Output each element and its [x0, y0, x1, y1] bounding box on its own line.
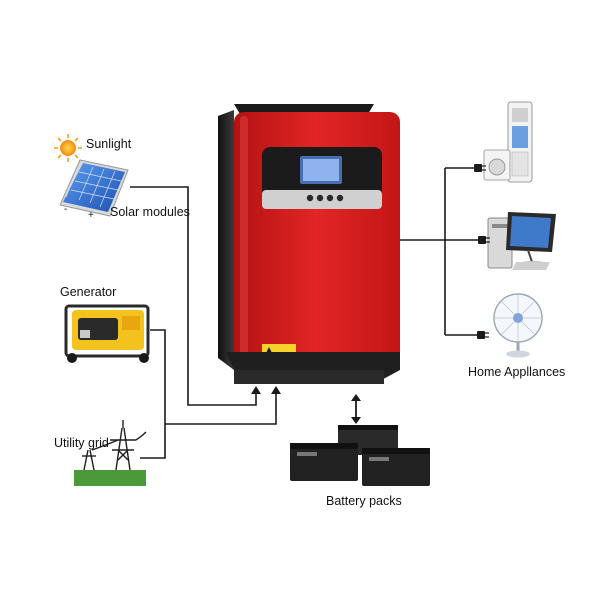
computer-icon: [487, 212, 556, 270]
sunlight-label: Sunlight: [86, 137, 132, 151]
arrow-grid: [271, 386, 281, 394]
panel-plus-sign: +: [88, 210, 94, 221]
solar-line: [130, 186, 257, 406]
battery-arrow: [351, 394, 361, 424]
battery-packs-label: Battery packs: [326, 494, 402, 508]
utility-grid-label: Utility grid: [54, 436, 109, 450]
connection-lines: [130, 167, 480, 459]
plug-icon: [474, 164, 490, 339]
transmission-tower-icon: [74, 420, 147, 486]
generator-icon: [64, 304, 150, 363]
air-conditioner-icon: [483, 101, 533, 183]
generator-label: Generator: [60, 285, 117, 299]
generator-line: [140, 329, 166, 459]
inverter-icon: [218, 104, 400, 384]
battery-icon: [290, 425, 430, 486]
sun-icon: [54, 134, 82, 162]
grid-line: [165, 392, 277, 425]
arrow-solar: [251, 386, 261, 394]
solar-panel-icon: [59, 159, 129, 217]
fan-icon: [493, 293, 543, 358]
panel-minus-sign: -: [64, 204, 68, 215]
home-appliances-label: Home Appllances: [468, 365, 566, 379]
solar-modules-label: Solar modules: [110, 205, 190, 219]
